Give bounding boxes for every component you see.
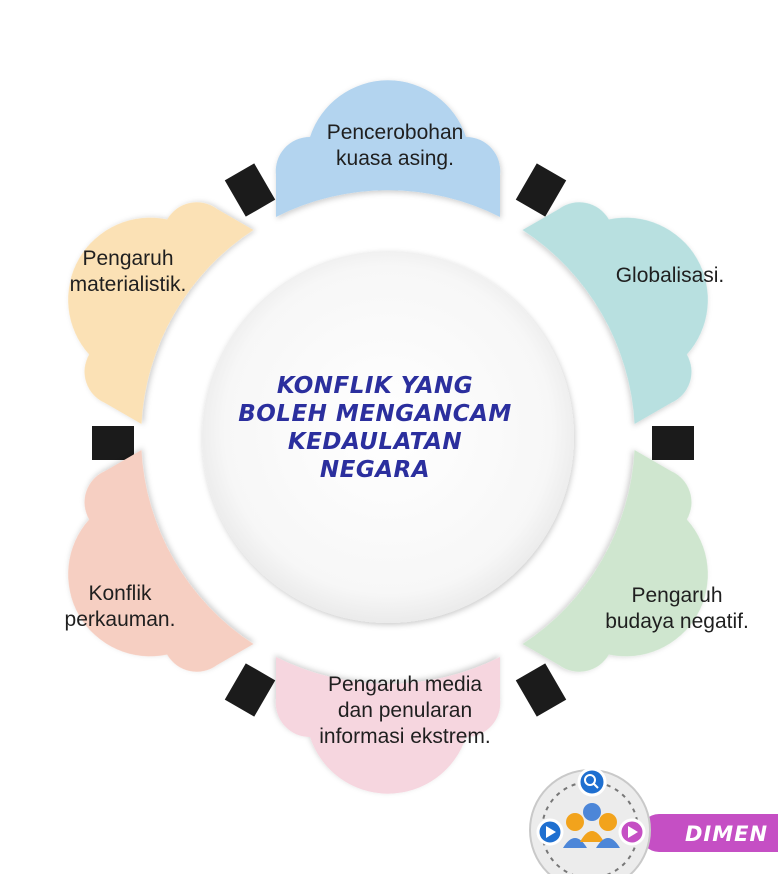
center-circle: [202, 251, 574, 623]
play-icon-left-glyph: [546, 826, 556, 838]
petal-label-top: Pencerobohan kuasa asing.: [326, 121, 464, 170]
petals-group: [68, 80, 708, 794]
badge-ribbon: [640, 814, 778, 852]
center-title: Konflik yang boleh mengancam kedaulatan …: [238, 373, 512, 483]
petal-bottom: [275, 657, 501, 794]
badge-label: DIMEN: [685, 822, 769, 846]
petal-upper-left: [68, 202, 254, 424]
petal-top: [275, 80, 501, 217]
petal-label-upper-left: Pengaruh materialistik.: [69, 247, 187, 296]
petal-lower-left: [68, 450, 254, 672]
petal-label-upper-right: Globalisasi.: [615, 264, 725, 287]
petal-label-lower-right: Pengaruh budaya negatif.: [605, 584, 749, 633]
play-icon-right-glyph: [628, 826, 638, 838]
dimensi-badge[interactable]: [529, 767, 778, 874]
connector-bar: [652, 426, 694, 460]
petal-label-bottom: Pengaruh media dan penularan informasi e…: [319, 673, 491, 748]
connector-bar: [224, 663, 276, 717]
petal-label-lower-left: Konflik perkauman.: [64, 582, 176, 631]
connector-bar: [515, 663, 567, 717]
connector-bar: [92, 426, 134, 460]
people-icon: [563, 803, 620, 848]
petal-lower-right: [522, 450, 708, 672]
connector-bar: [515, 163, 567, 217]
petal-upper-right: [522, 202, 708, 424]
connector-bar: [224, 163, 276, 217]
connectors: [92, 163, 694, 717]
search-icon: [577, 767, 607, 797]
